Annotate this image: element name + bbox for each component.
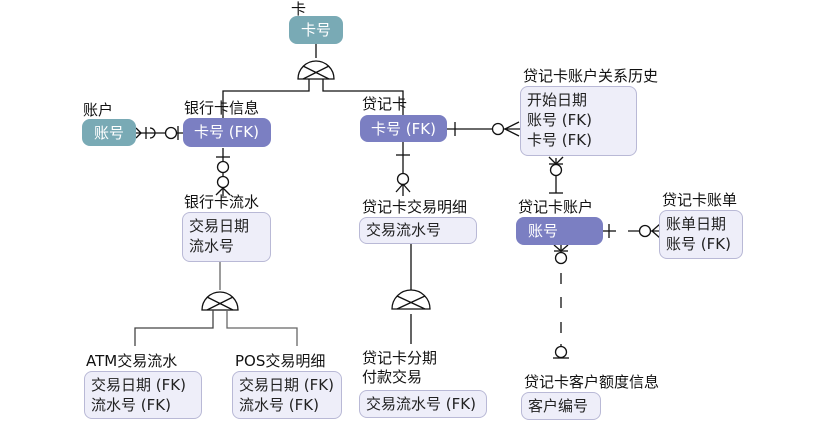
field-serial-number: 流水号 (189, 237, 235, 255)
rel-debitcard-history (447, 121, 520, 137)
entity-title-debit-acct-history: 贷记卡账户关系历史 (523, 67, 659, 85)
field-bank-card-number-fk: 卡号 (FK) (194, 123, 259, 141)
category-line-pos (226, 310, 298, 346)
rel-bankcard-flow (215, 148, 231, 196)
entity-title-pos-detail: POS交易明细 (235, 352, 326, 370)
entity-account-key-box[interactable]: 账号 (82, 119, 136, 146)
field-customer-id: 客户编号 (528, 397, 589, 415)
entity-title-card: 卡 (291, 0, 307, 18)
entity-title-debit-card-bill: 贷记卡账单 (662, 191, 738, 209)
field-pos-serial-fk: 流水号 (FK) (239, 396, 319, 414)
rel-debitcard-txn (395, 142, 411, 196)
installment-title-line-2: 付款交易 (362, 368, 423, 386)
entity-title-installment: 贷记卡分期 付款交易 (362, 349, 437, 387)
entity-title-debit-card-account: 贷记卡账户 (518, 198, 594, 216)
field-account-number: 账号 (93, 124, 124, 142)
entity-title-bank-card-flow: 银行卡流水 (184, 193, 260, 211)
entity-credit-limit-box[interactable]: 客户编号 (521, 392, 601, 420)
field-atm-serial-fk: 流水号 (FK) (91, 396, 171, 414)
rel-account-bankcard (135, 126, 183, 140)
entity-debit-txn-detail-box[interactable]: 交易流水号 (359, 217, 477, 244)
field-txn-date: 交易日期 (189, 217, 250, 235)
entity-debit-card-key-box[interactable]: 卡号 (FK) (360, 115, 447, 142)
field-bill-account-fk: 账号 (FK) (666, 235, 731, 253)
entity-debit-acct-history-box[interactable]: 开始日期 账号 (FK) 卡号 (FK) (520, 86, 637, 156)
entity-debit-card-bill-box[interactable]: 账单日期 账号 (FK) (659, 210, 743, 259)
field-debit-card-number-fk: 卡号 (FK) (371, 120, 436, 138)
field-card-number: 卡号 (300, 21, 331, 39)
field-txn-serial-number: 交易流水号 (366, 221, 442, 239)
field-debit-account-number: 账号 (528, 222, 559, 240)
entity-title-debit-card: 贷记卡 (362, 95, 408, 113)
field-start-date: 开始日期 (527, 91, 588, 109)
entity-installment-box[interactable]: 交易流水号 (FK) (359, 390, 487, 418)
category-symbol-txn (391, 289, 431, 310)
entity-title-credit-limit: 贷记卡客户额度信息 (524, 373, 660, 391)
field-card-number-fk: 卡号 (FK) (527, 131, 592, 149)
field-atm-txn-date-fk: 交易日期 (FK) (91, 376, 186, 394)
entity-card-key-box[interactable]: 卡号 (289, 16, 343, 44)
rel-account-bill (603, 223, 661, 239)
entity-title-debit-txn-detail: 贷记卡交易明细 (362, 198, 468, 216)
rel-account-creditlimit (553, 244, 569, 359)
category-symbol-flow (201, 291, 239, 311)
rel-account-history (548, 156, 564, 194)
field-pos-txn-date-fk: 交易日期 (FK) (239, 376, 334, 394)
category-line-bank-card (222, 79, 310, 118)
field-bill-date: 账单日期 (666, 215, 727, 233)
entity-debit-card-account-key-box[interactable]: 账号 (516, 217, 603, 245)
entity-bank-card-flow-box[interactable]: 交易日期 流水号 (182, 212, 271, 262)
category-symbol-card (297, 60, 335, 80)
installment-title-line-1: 贷记卡分期 (362, 349, 438, 367)
category-line-debit-card (322, 79, 404, 118)
entity-title-bank-card-info: 银行卡信息 (184, 99, 260, 117)
entity-pos-detail-box[interactable]: 交易日期 (FK) 流水号 (FK) (232, 371, 342, 419)
field-account-number-fk: 账号 (FK) (527, 111, 592, 129)
field-installment-serial-fk: 交易流水号 (FK) (366, 395, 476, 413)
category-line-atm (134, 310, 214, 346)
entity-atm-flow-box[interactable]: 交易日期 (FK) 流水号 (FK) (84, 371, 202, 419)
entity-title-atm-flow: ATM交易流水 (86, 352, 178, 370)
entity-title-account: 账户 (83, 101, 114, 119)
entity-bank-card-info-key-box[interactable]: 卡号 (FK) (183, 118, 271, 147)
